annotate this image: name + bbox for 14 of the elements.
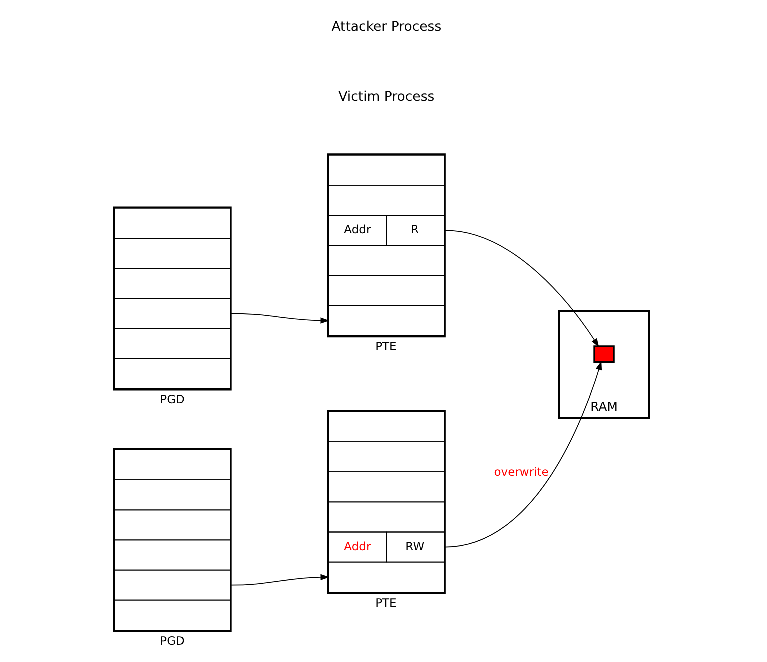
- label: Victim Process: [338, 90, 434, 105]
- node-label: PTE: [375, 596, 396, 610]
- node-label: RAM: [590, 400, 618, 414]
- node-label: PGD: [160, 634, 184, 648]
- arrow: [230, 574, 330, 586]
- cluster: [558, 310, 650, 420]
- arrow: [230, 313, 330, 324]
- arrow: [444, 361, 602, 548]
- label: Attacker Process: [331, 20, 442, 36]
- edge-label: overwrite: [494, 464, 548, 479]
- node-box: [593, 346, 614, 364]
- arrow: [444, 230, 599, 348]
- node-label: PTE: [375, 339, 396, 354]
- node-label: PGD: [160, 392, 184, 406]
